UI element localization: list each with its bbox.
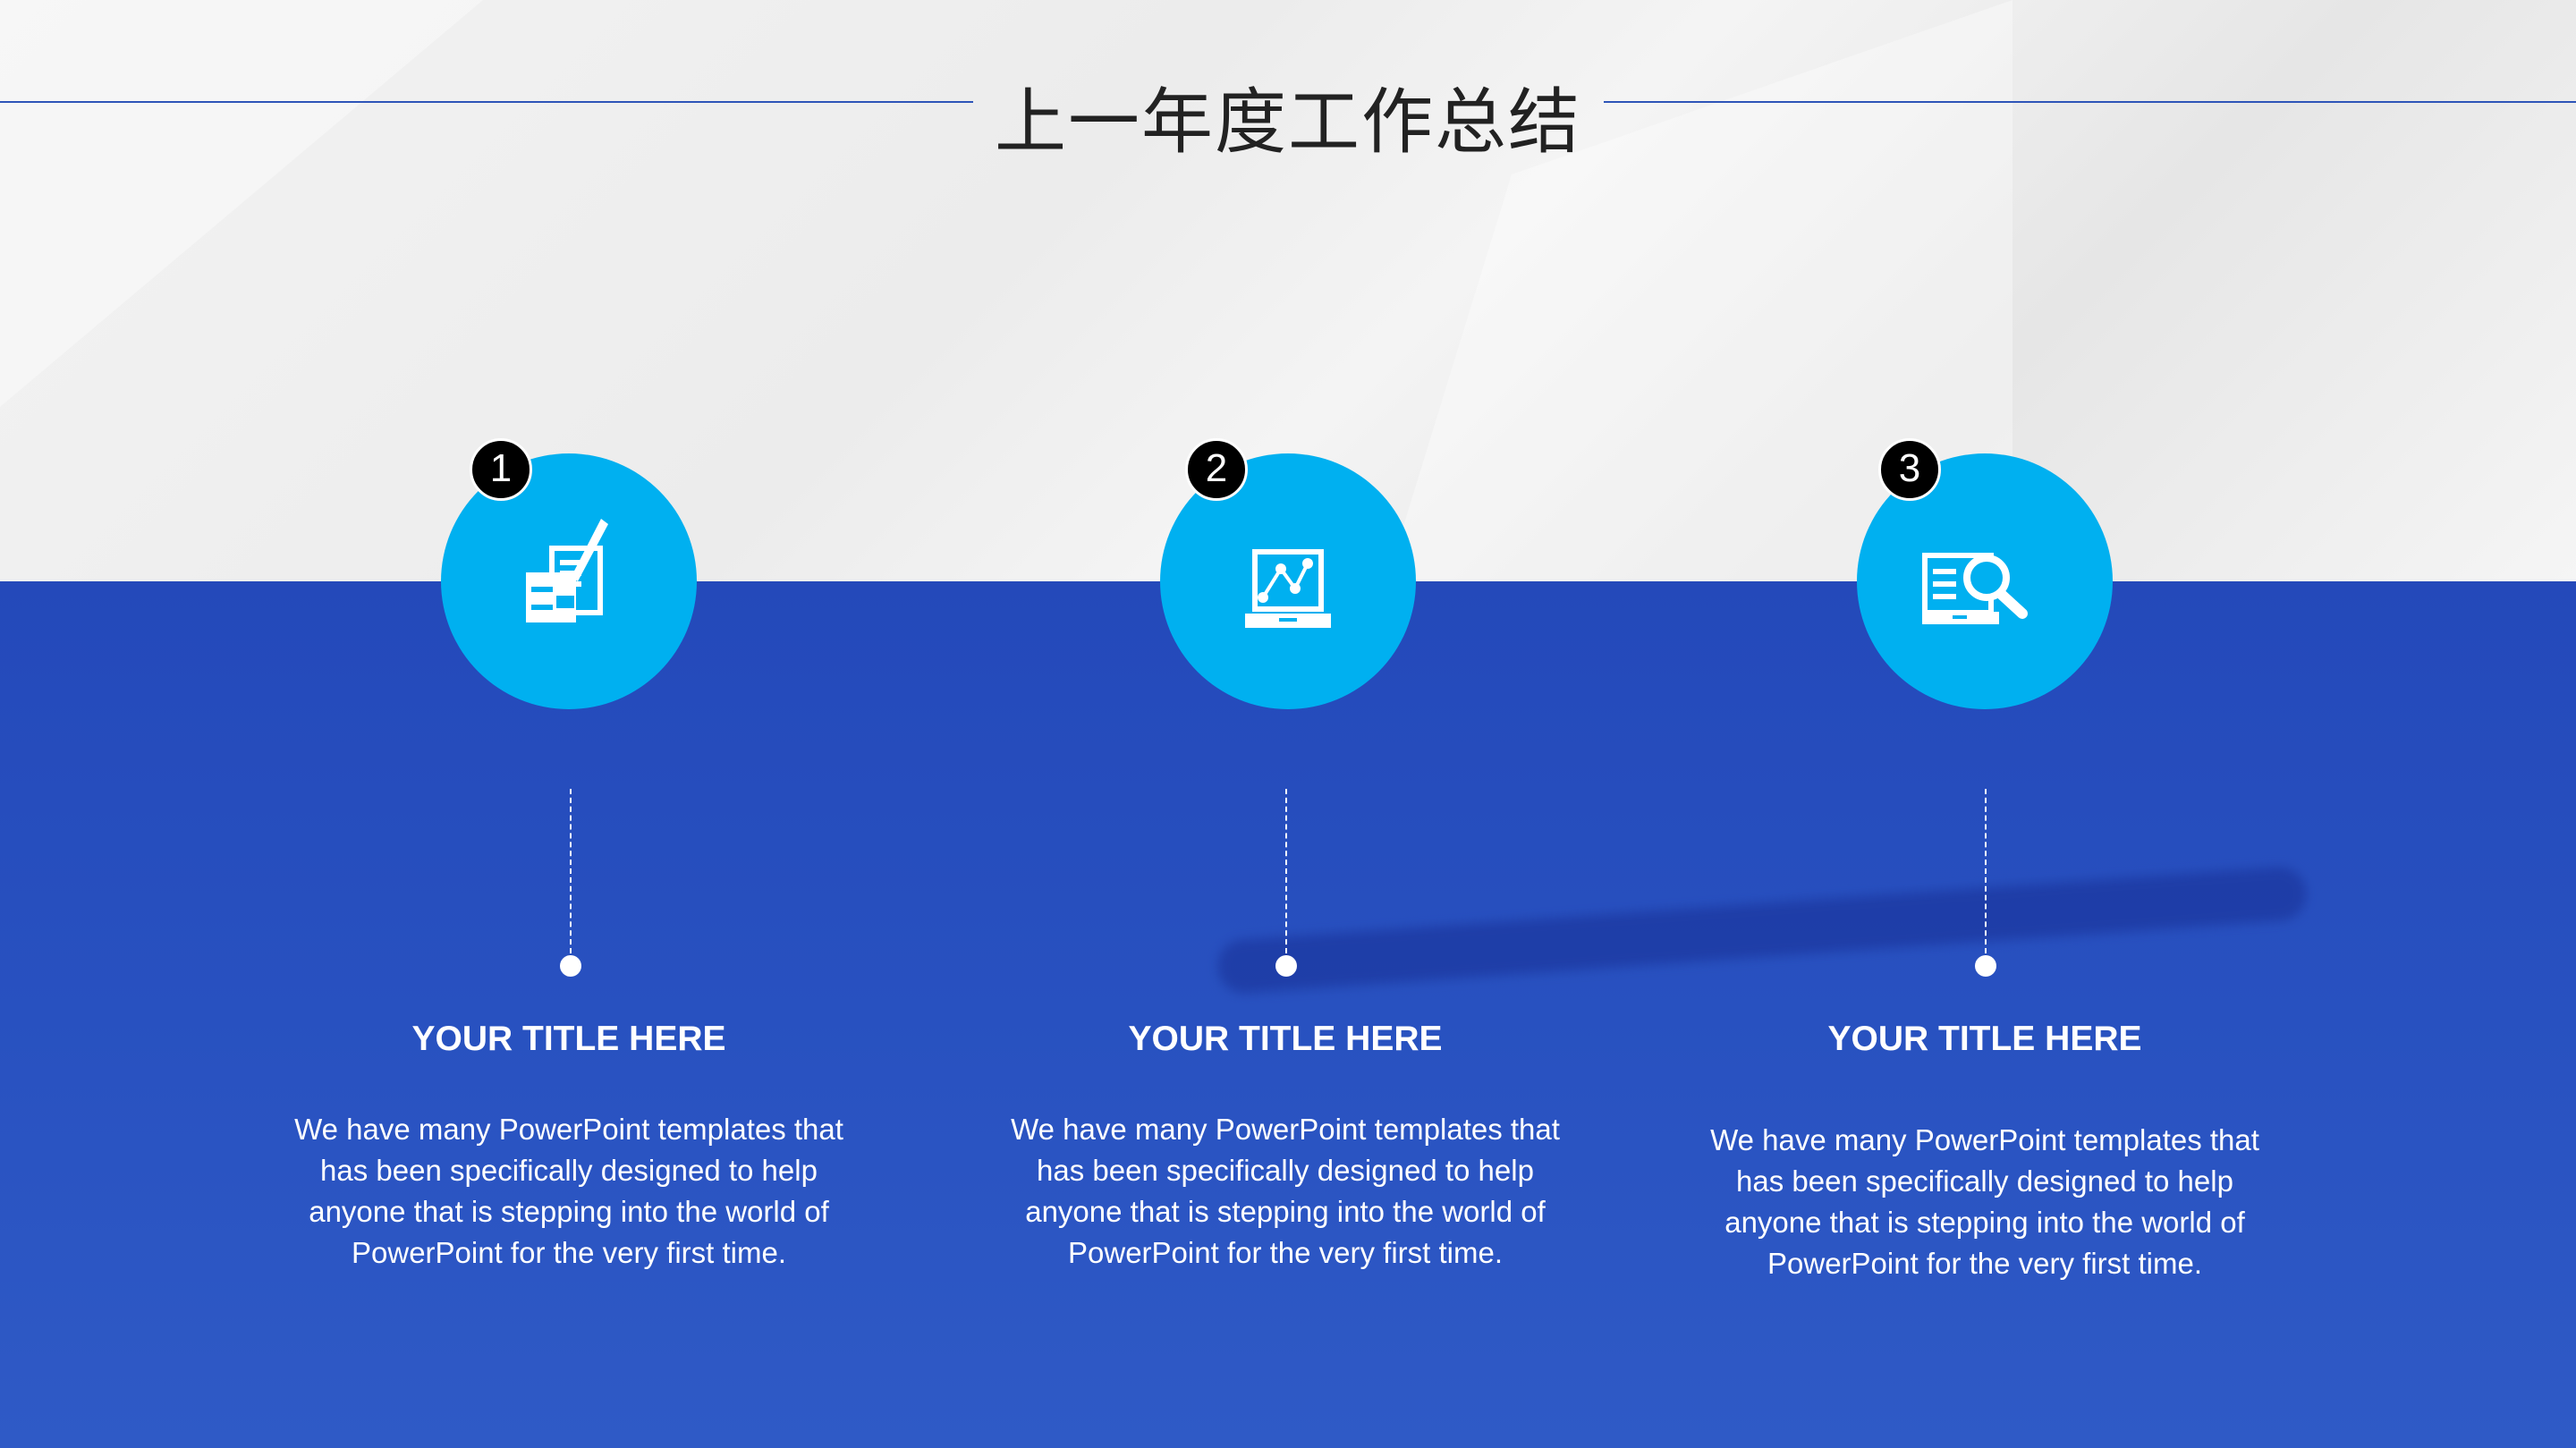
step-2-title: YOUR TITLE HERE (1128, 1020, 1443, 1058)
background-bottom (0, 581, 2576, 1448)
page-title: 上一年度工作总结 (995, 80, 1581, 164)
connector-dot (560, 955, 581, 977)
connector-dot (1975, 955, 1996, 977)
laptop-chart-icon (1245, 549, 1331, 628)
step-3-badge: 3 (1878, 438, 1941, 501)
step-1-badge: 1 (470, 438, 532, 501)
connector-dot (1275, 955, 1297, 977)
step-2-body: We have many PowerPoint templates that h… (1011, 1113, 1560, 1269)
step-1-body: We have many PowerPoint templates that h… (294, 1113, 843, 1269)
step-3-title: YOUR TITLE HERE (1827, 1020, 2142, 1058)
step-3-body: We have many PowerPoint templates that h… (1710, 1123, 2259, 1280)
title-rule-right (1604, 101, 2576, 103)
connector-line (1285, 789, 1287, 953)
connector-line (570, 789, 572, 953)
step-2-badge: 2 (1185, 438, 1248, 501)
step-1-title: YOUR TITLE HERE (411, 1020, 726, 1058)
title-rule-left (0, 101, 973, 103)
document-edit-icon (526, 519, 608, 622)
document-search-icon (1922, 553, 2028, 624)
connector-line (1985, 789, 1987, 953)
